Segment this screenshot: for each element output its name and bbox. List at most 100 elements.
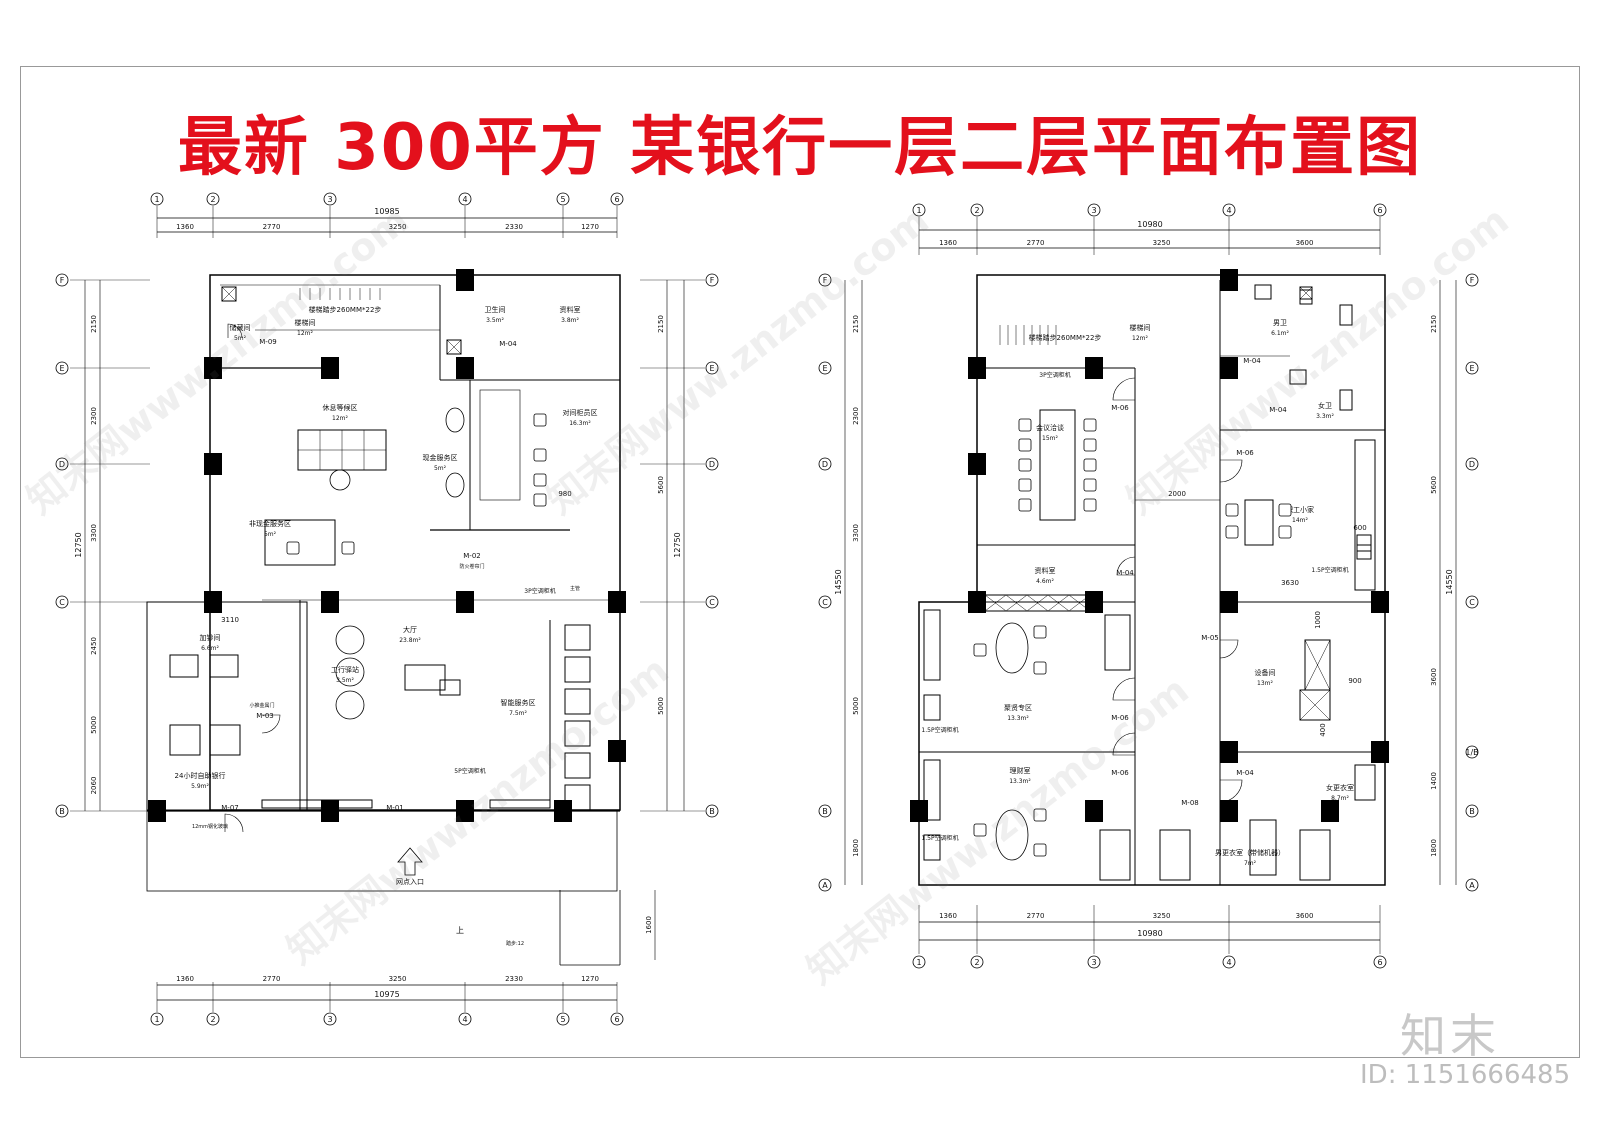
axis-label: F xyxy=(60,276,65,285)
dimension-span: 3110 xyxy=(221,616,239,624)
door-swing xyxy=(227,323,243,339)
room-name: 大厅 xyxy=(403,625,417,634)
room-area: 12m² xyxy=(332,415,348,422)
hatch-line xyxy=(1304,639,1331,691)
axis-bubble xyxy=(458,192,472,206)
axis-label: 3 xyxy=(1091,206,1096,215)
round-table xyxy=(329,469,351,491)
oval-table xyxy=(995,809,1029,861)
note: 主管 xyxy=(570,585,580,592)
chair xyxy=(286,541,300,555)
axis-bubble xyxy=(818,804,832,818)
dimension-span: 2330 xyxy=(505,223,523,231)
axis-bubble xyxy=(206,1012,220,1026)
axis-label: 2 xyxy=(974,206,979,215)
door-tag: M-05 xyxy=(1201,634,1218,642)
dimension-span: 5600 xyxy=(657,476,665,494)
axis-label: B xyxy=(822,807,828,816)
dimension-span: 2300 xyxy=(852,407,860,425)
chair xyxy=(1033,808,1047,822)
self-service-machine xyxy=(564,720,591,747)
axis-bubble xyxy=(912,203,926,217)
room-name: 楼梯间 xyxy=(295,318,316,327)
room-area: 5m² xyxy=(264,531,277,538)
ramp-label: 上 xyxy=(456,926,464,935)
self-service-machine xyxy=(564,624,591,651)
chair-round xyxy=(335,690,365,720)
room-area: 15m² xyxy=(1042,435,1058,442)
room-area: 23.8m² xyxy=(399,637,421,644)
structural-column xyxy=(554,800,572,822)
axis-bubble xyxy=(206,192,220,206)
axis-bubble xyxy=(1465,595,1479,609)
axis-bubble xyxy=(1222,203,1236,217)
chair xyxy=(341,541,355,555)
axis-bubble xyxy=(610,192,624,206)
sofa xyxy=(1104,614,1131,671)
axis-bubble xyxy=(1465,804,1479,818)
hatch-line xyxy=(1047,594,1070,612)
structural-column xyxy=(1220,741,1238,763)
axis-label: 1 xyxy=(916,206,921,215)
structural-column xyxy=(608,740,626,762)
axis-bubble xyxy=(150,192,164,206)
axis-label: 4 xyxy=(1226,958,1231,967)
dimension-total: 12750 xyxy=(673,532,682,557)
equipment-label: 5P空调柜机 xyxy=(454,767,485,775)
room-name: 非现金服务区 xyxy=(249,519,291,528)
structural-column xyxy=(456,357,474,379)
locker xyxy=(1159,829,1191,881)
structural-column xyxy=(910,800,928,822)
room-area: 6.6m² xyxy=(201,645,219,652)
toilet-icon xyxy=(1339,389,1353,411)
dimension-span: 1360 xyxy=(939,239,957,247)
door-tag: M-04 xyxy=(1243,357,1261,365)
window-box xyxy=(221,286,237,302)
axis-label: 5 xyxy=(560,1015,565,1024)
structural-column xyxy=(968,453,986,475)
axis-label: 2 xyxy=(210,195,215,204)
door-tag: M-06 xyxy=(1111,769,1129,777)
axis-label: 1/B xyxy=(1465,748,1478,757)
structural-column xyxy=(204,453,222,475)
dimension-span: 5000 xyxy=(657,697,665,715)
dimension-total: 14550 xyxy=(1445,569,1454,594)
dimension-span: 900 xyxy=(1348,677,1361,685)
axis-bubble xyxy=(818,878,832,892)
dimension-span: 3600 xyxy=(1296,239,1314,247)
sink-icon xyxy=(1356,534,1372,552)
locker xyxy=(1249,819,1277,876)
room-area: 8.7m² xyxy=(1331,795,1349,802)
atm-machine xyxy=(209,654,239,678)
axis-label: E xyxy=(59,364,64,373)
dimension-span: 2770 xyxy=(1027,239,1045,247)
axis-bubble xyxy=(55,595,69,609)
axis-label: 3 xyxy=(327,1015,332,1024)
axis-bubble xyxy=(705,457,719,471)
axis-label: C xyxy=(1469,598,1475,607)
axis-bubble xyxy=(1373,955,1387,969)
structural-column xyxy=(1220,269,1238,291)
structural-column xyxy=(1321,800,1339,822)
equipment-label: 3P空调柜机 xyxy=(524,587,555,595)
axis-bubble xyxy=(1465,457,1479,471)
axis-label: A xyxy=(1469,881,1475,890)
door-tag: M-07 xyxy=(221,804,238,812)
equipment-label: 3P空调柜机 xyxy=(1039,371,1070,379)
room-area: 16.3m² xyxy=(569,420,591,427)
door-tag-note: 防火卷帘门 xyxy=(459,563,484,570)
entrance-label: 网点入口 xyxy=(396,878,424,886)
chair xyxy=(1033,625,1047,639)
axis-label: A xyxy=(822,881,828,890)
door-tag: M-04 xyxy=(1269,406,1287,414)
door-swing xyxy=(1219,639,1239,659)
axis-bubble xyxy=(556,1012,570,1026)
axis-label: 4 xyxy=(1226,206,1231,215)
chair xyxy=(533,493,547,507)
dimension-total: 14550 xyxy=(834,569,843,594)
room-area: 4.6m² xyxy=(1036,578,1054,585)
dimension-span: 2770 xyxy=(263,975,281,983)
room-area: 3.5m² xyxy=(486,317,504,324)
room-name: 24小时自助银行 xyxy=(175,771,226,780)
storage-cabinet xyxy=(923,694,941,721)
